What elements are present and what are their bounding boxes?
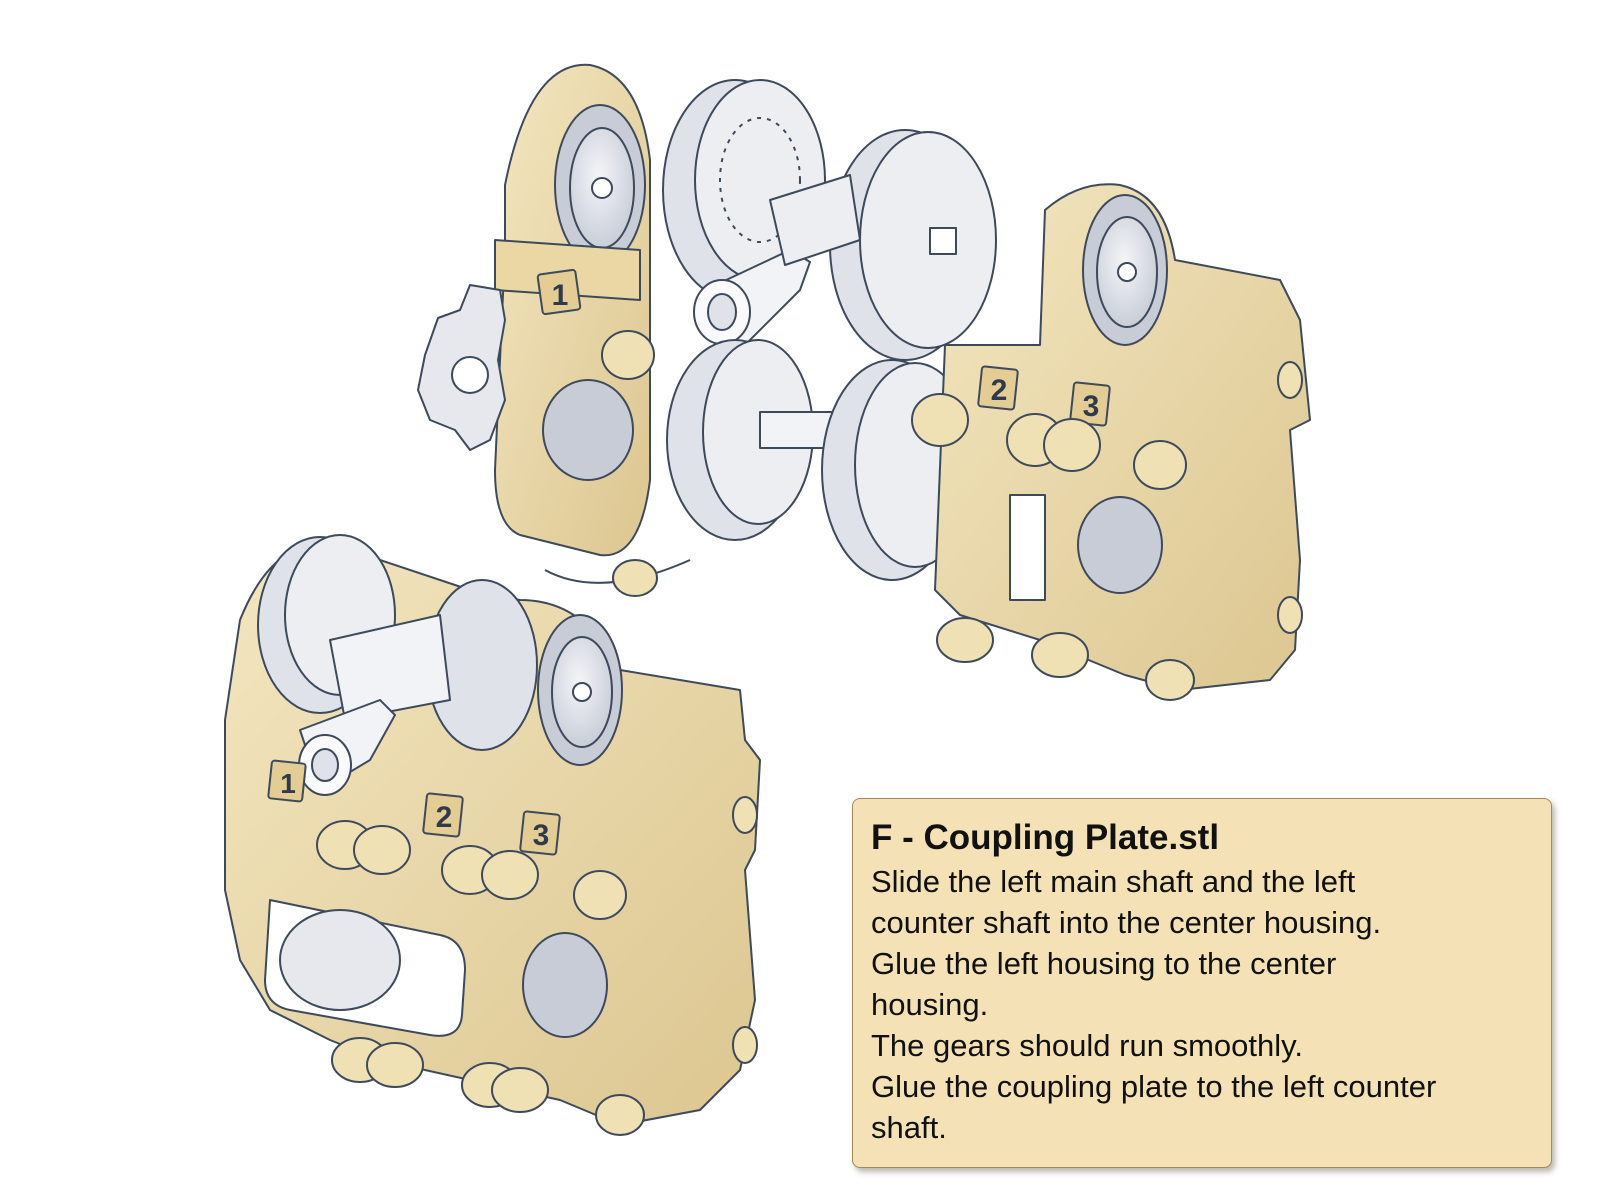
upper-assembly	[417, 63, 1311, 701]
upper-right-housing	[911, 183, 1311, 701]
instruction-line: housing.	[871, 987, 989, 1022]
coupling-plate-gear	[417, 284, 506, 451]
lower-gear-cluster	[257, 534, 538, 796]
instruction-title: F - Coupling Plate.stl	[871, 818, 1220, 857]
instruction-line: Glue the coupling plate to the left coun…	[871, 1069, 1437, 1104]
upper-part-label-2: 2	[991, 374, 1008, 407]
instruction-line: counter shaft into the center housing.	[871, 905, 1382, 940]
lower-part-label-2: 2	[436, 801, 453, 834]
upper-gear-cluster	[662, 79, 997, 361]
instruction-line: Slide the left main shaft and the left	[871, 864, 1356, 899]
upper-part-label-3: 3	[1083, 390, 1100, 423]
lower-assembly	[224, 534, 761, 1136]
instruction-line: The gears should run smoothly.	[871, 1028, 1303, 1063]
instruction-line: shaft.	[871, 1110, 947, 1145]
instruction-card: F - Coupling Plate.stl Slide the left ma…	[852, 798, 1552, 1168]
lower-part-label-1: 1	[280, 768, 296, 799]
upper-lower-gear-cluster	[666, 339, 976, 581]
upper-left-housing	[494, 63, 691, 597]
instruction-line: Glue the left housing to the center	[871, 946, 1337, 981]
lower-part-label-3: 3	[533, 819, 550, 852]
upper-part-label-1: 1	[552, 279, 569, 312]
